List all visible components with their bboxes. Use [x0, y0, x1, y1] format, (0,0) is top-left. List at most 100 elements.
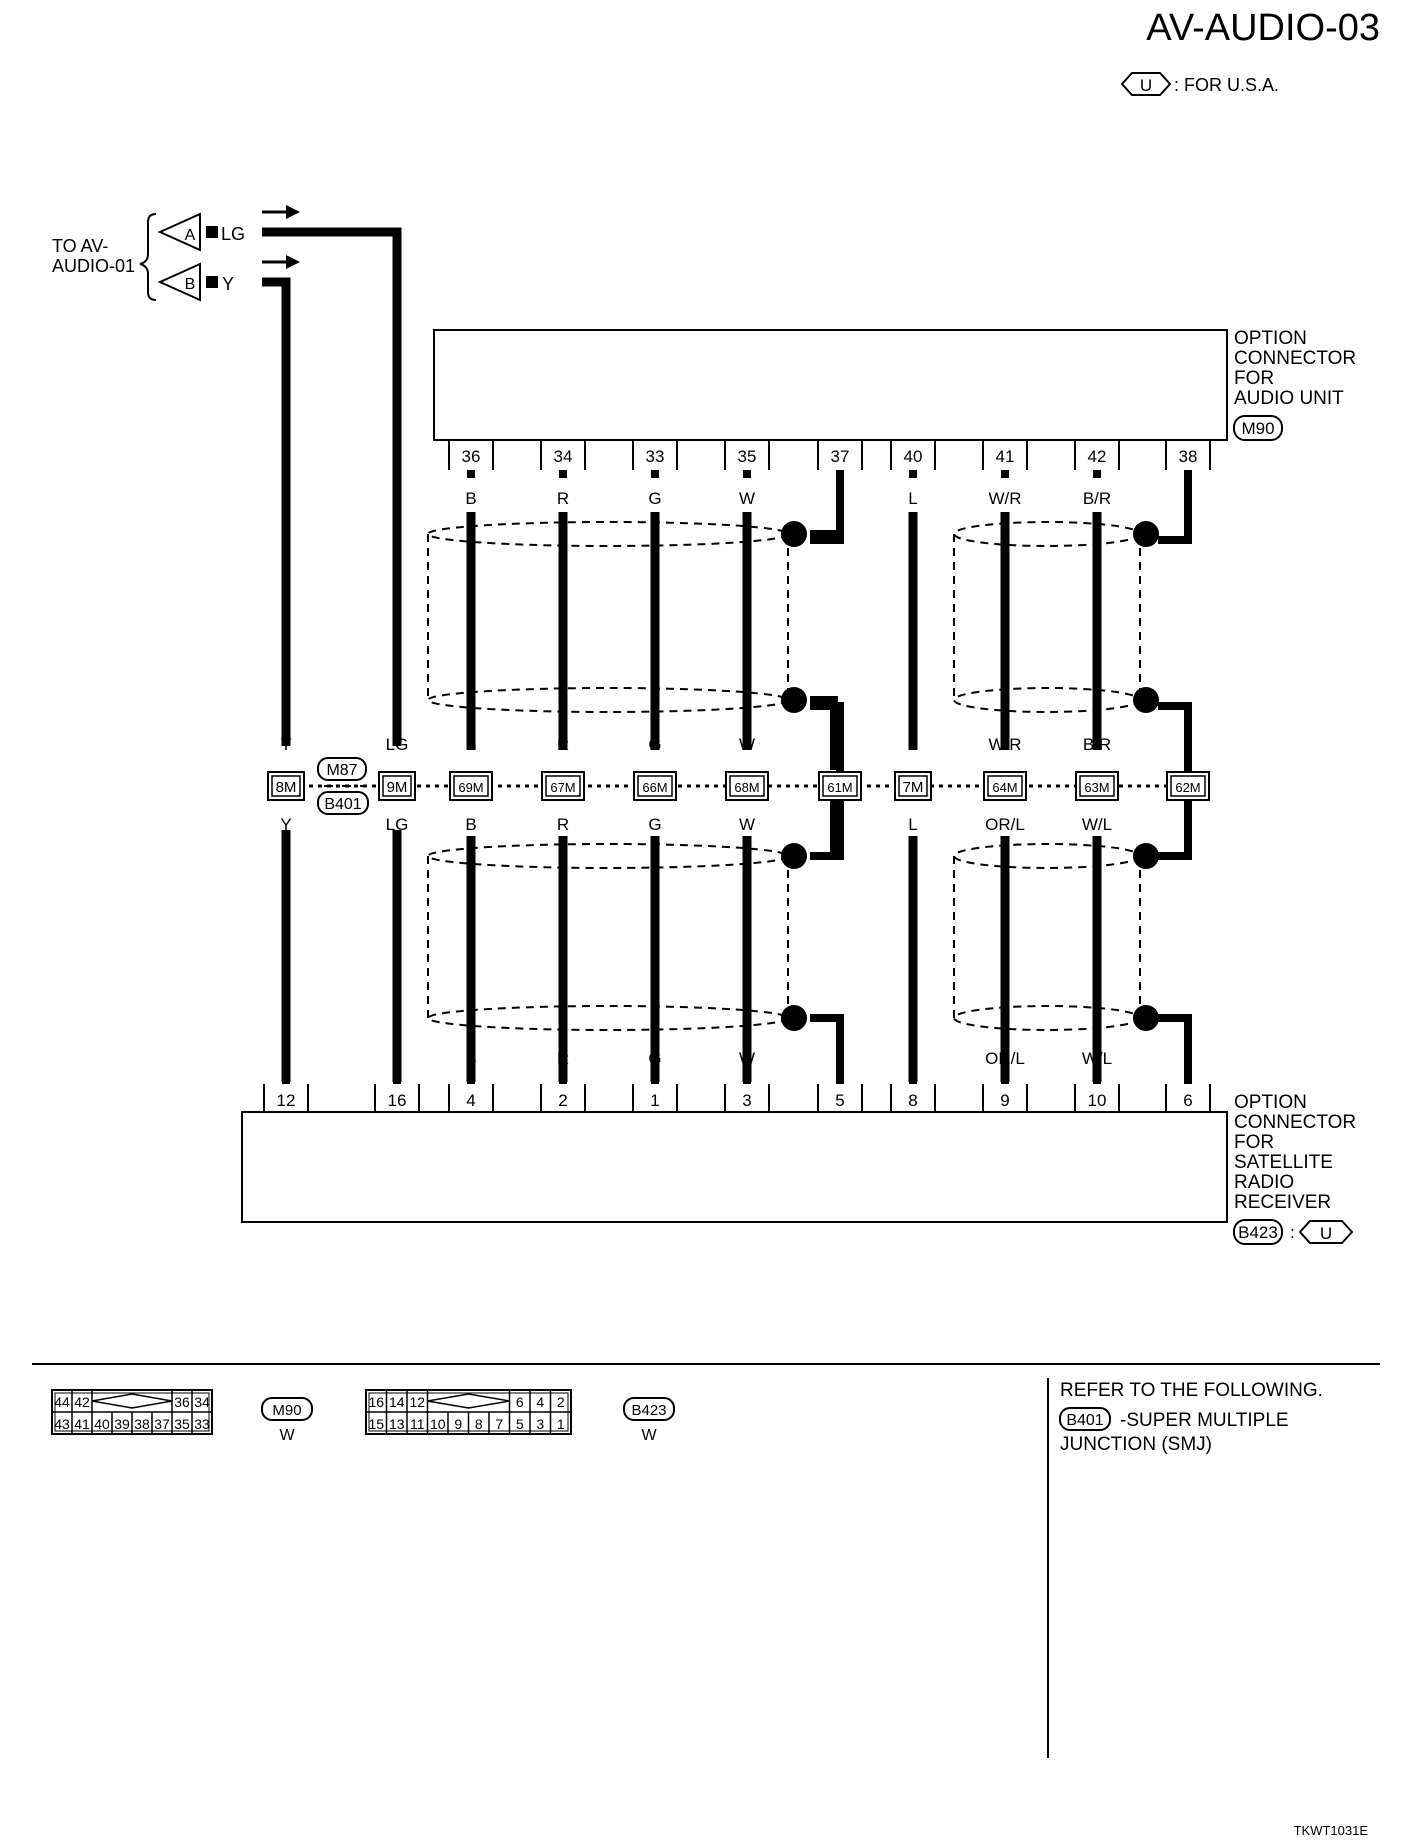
usa-badge-icon	[1298, 1220, 1354, 1244]
input-label-line2: AUDIO-01	[52, 256, 135, 276]
wire-color-label: L	[908, 489, 917, 508]
wire-column: 38 62M 6	[1158, 440, 1211, 1112]
satellite-badge-text: U	[1320, 1224, 1332, 1243]
wire-color-label: W	[739, 1049, 755, 1068]
wire-color-label: Y	[280, 815, 291, 834]
wire-color-label: R	[557, 735, 569, 754]
top-pin-number: 40	[904, 447, 923, 466]
wire-color-label: B	[465, 735, 476, 754]
pin-number: 8	[475, 1416, 483, 1432]
audio-unit-label: OPTION CONNECTOR FOR AUDIO UNIT	[1234, 328, 1361, 409]
wire-color-label: B/R	[1083, 735, 1111, 754]
bottom-pin-number: 9	[1000, 1091, 1009, 1110]
satellite-connector-badge	[1233, 1219, 1283, 1245]
satellite-sep: :	[1290, 1223, 1295, 1242]
junction-terminal-label: 68M	[734, 780, 759, 795]
wire-color-label: B/R	[1083, 489, 1111, 508]
junction-terminal-label: 64M	[992, 780, 1017, 795]
wire-color-label: W/R	[988, 735, 1021, 754]
audio-unit-connector-id: M90	[1241, 419, 1274, 438]
pin-number: 36	[174, 1394, 190, 1410]
top-pin-number: 34	[554, 447, 573, 466]
wire-color-label: L	[908, 815, 917, 834]
bottom-pin-number: 10	[1088, 1091, 1107, 1110]
top-pin-number: 38	[1179, 447, 1198, 466]
pin-number: 41	[74, 1416, 90, 1432]
page-title: AV-AUDIO-03	[1146, 7, 1380, 49]
junction-terminal-label: 66M	[642, 780, 667, 795]
wire-color-label: L	[908, 735, 917, 754]
top-pin-number: 36	[462, 447, 481, 466]
input-label-line1: TO AV-	[52, 236, 108, 256]
bottom-pin-number: 4	[466, 1091, 475, 1110]
pin-number: 16	[368, 1394, 384, 1410]
pin-number: 42	[74, 1394, 90, 1410]
wire-lg	[262, 227, 402, 746]
top-pin-number: 33	[646, 447, 665, 466]
bottom-pin-number: 6	[1183, 1091, 1192, 1110]
refer-text-line2: JUNCTION (SMJ)	[1060, 1434, 1212, 1455]
wire-color-label: W/L	[1082, 815, 1112, 834]
drain-wire	[810, 478, 844, 1082]
junction-label: M87 B401	[317, 757, 369, 815]
refer-connector-badge	[1059, 1407, 1111, 1431]
wire-color-label: Y	[280, 735, 291, 754]
connector-face-id: M90	[272, 1402, 301, 1419]
bottom-pin-number: 5	[835, 1091, 844, 1110]
wire-color-label: W	[739, 735, 755, 754]
shield-icon	[427, 521, 807, 713]
pin-number: 14	[389, 1394, 405, 1410]
pin-number: 6	[516, 1394, 524, 1410]
pin-number: 7	[495, 1416, 503, 1432]
pin-number: 15	[368, 1416, 384, 1432]
pin-number: 2	[557, 1394, 565, 1410]
junction-terminal-label: 61M	[827, 780, 852, 795]
junction-top-id: M87	[326, 762, 357, 779]
pin-number: 38	[134, 1416, 150, 1432]
shield-icon	[953, 521, 1159, 713]
junction-terminal-label: 62M	[1175, 780, 1200, 795]
usa-badge-icon	[1120, 72, 1172, 96]
connector-face-color: W	[641, 1427, 657, 1444]
footer-code: TKWT1031E	[1294, 1823, 1369, 1838]
pin-number: 43	[54, 1416, 70, 1432]
connector-face-color: W	[279, 1427, 295, 1444]
bottom-pin-number: 16	[388, 1091, 407, 1110]
pin-number: 13	[389, 1416, 405, 1432]
pin-number: 3	[536, 1416, 544, 1432]
bottom-pin-number: 8	[908, 1091, 917, 1110]
connector-face-id: B423	[631, 1402, 666, 1419]
connector-a-color: LG	[221, 224, 245, 244]
bottom-pin-number: 1	[650, 1091, 659, 1110]
pin-number: 39	[114, 1416, 130, 1432]
shield-icon	[953, 843, 1159, 1031]
pin-number: 12	[409, 1394, 425, 1410]
pin-number: 44	[54, 1394, 70, 1410]
wire-color-label: LG	[386, 815, 409, 834]
pin-number: 4	[536, 1394, 544, 1410]
legend: U : FOR U.S.A.	[1120, 72, 1279, 96]
pin-number: 33	[194, 1416, 210, 1432]
wire-color-label: B	[465, 489, 476, 508]
connector-a-label: A	[185, 227, 196, 244]
pin-number: 9	[454, 1416, 462, 1432]
junction-terminal-label: 63M	[1084, 780, 1109, 795]
junction-bottom-id: B401	[324, 796, 361, 813]
pin-number: 34	[194, 1394, 210, 1410]
pin-number: 10	[430, 1416, 446, 1432]
flow-arrow-icon	[286, 205, 300, 219]
wire-color-label: W/R	[988, 489, 1021, 508]
bottom-pin-number: 2	[558, 1091, 567, 1110]
wire-color-label: G	[648, 489, 661, 508]
pin-number: 1	[557, 1416, 565, 1432]
wire-color-label: R	[557, 1049, 569, 1068]
